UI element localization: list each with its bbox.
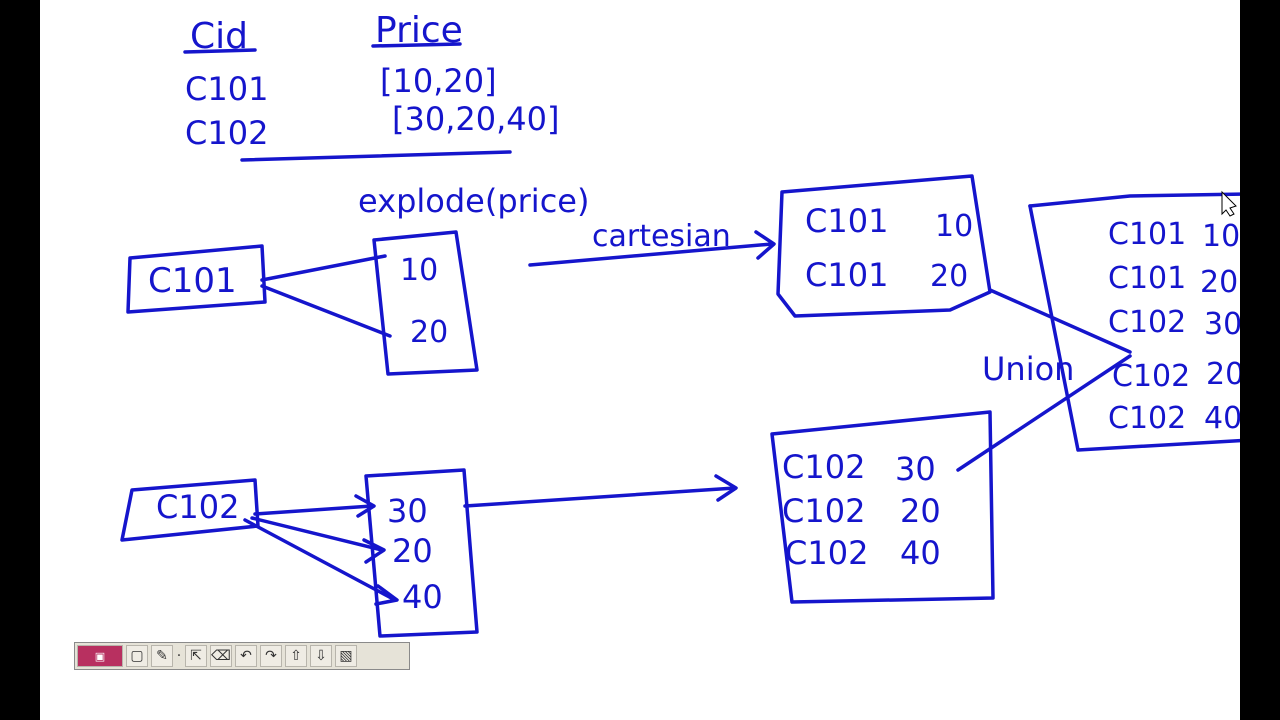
union-box-top	[1028, 192, 1240, 208]
cartesian-arrow-1	[528, 242, 774, 267]
union-row5-val: 40	[1204, 401, 1240, 436]
union-line-bottom	[956, 354, 1132, 472]
upload-icon[interactable]: ⇧	[285, 645, 307, 667]
c102-to-30-head	[354, 494, 376, 518]
eraser-icon[interactable]: ⌫	[210, 645, 232, 667]
result1-row2-val: 20	[930, 259, 968, 294]
result2-row2-val: 20	[900, 492, 941, 530]
union-line-top	[988, 288, 1132, 354]
cursor-icon	[1221, 190, 1237, 217]
result1-row2-key: C101	[805, 256, 888, 294]
union-row3-key: C102	[1108, 305, 1186, 340]
cartesian-arrow-2-head	[714, 474, 738, 502]
pen-icon[interactable]: ✎	[151, 645, 173, 667]
union-row3-val: 30	[1204, 307, 1240, 342]
c101-to-20-line	[260, 284, 392, 338]
diagram-canvas: Cid Price C101 [10,20] C102 [30,20,40] e…	[120, 10, 1240, 638]
explode-list-1-value-2: 20	[410, 315, 448, 350]
result2-row1-val: 30	[895, 450, 936, 488]
union-row4-val: 20	[1206, 357, 1240, 392]
undo-icon[interactable]: ↶	[235, 645, 257, 667]
union-row1-val: 10	[1202, 219, 1240, 254]
result1-row1-val: 10	[935, 209, 973, 244]
explode-list-2-value-3: 40	[402, 578, 443, 616]
select-icon[interactable]: ⇱	[185, 645, 207, 667]
cartesian-arrow-2	[463, 486, 737, 508]
table-row1-price: [10,20]	[380, 62, 497, 100]
explode-list-2	[364, 468, 479, 638]
cartesian-result-box-2	[770, 410, 995, 604]
union-row1-key: C101	[1108, 217, 1186, 252]
table-row2-price: [30,20,40]	[392, 100, 559, 138]
table-row2-cid: C102	[185, 114, 268, 152]
whiteboard[interactable]: Cid Price C101 [10,20] C102 [30,20,40] e…	[40, 0, 1240, 720]
redo-icon[interactable]: ↷	[260, 645, 282, 667]
table-bottom-line	[240, 150, 512, 162]
c101-box-label: C101	[148, 261, 237, 301]
c101-to-10-line	[260, 254, 387, 282]
result2-row1-key: C102	[782, 448, 865, 486]
result2-row2-key: C102	[782, 492, 865, 530]
union-box-left-bottom	[1028, 204, 1240, 452]
c102-to-40-head	[374, 584, 399, 606]
explode-list-1-value-1: 10	[400, 253, 438, 288]
c102-box-label: C102	[156, 488, 239, 526]
folder-icon[interactable]: ▧	[335, 645, 357, 667]
screen-icon[interactable]: ▢	[126, 645, 148, 667]
dot-icon[interactable]: ·	[176, 648, 182, 664]
result2-row3-val: 40	[900, 534, 941, 572]
c102-to-20-line	[250, 516, 384, 552]
cartesian-result-box-1	[776, 174, 992, 318]
download-icon[interactable]: ⇩	[310, 645, 332, 667]
palette-icon[interactable]: ▣	[77, 645, 123, 667]
union-row4-key: C102	[1112, 359, 1190, 394]
explode-list-2-value-1: 30	[387, 492, 428, 530]
drawing-toolbar: ▣ ▢ ✎ · ⇱ ⌫ ↶ ↷ ⇧ ⇩ ▧	[74, 642, 410, 670]
header-underline-price	[371, 42, 462, 48]
cartesian-arrow-1-head	[754, 230, 776, 260]
union-row2-key: C101	[1108, 261, 1186, 296]
c102-to-30-line	[253, 504, 374, 516]
result2-row3-key: C102	[785, 534, 868, 572]
c102-to-20-head	[362, 538, 386, 564]
union-row2-val: 20	[1200, 265, 1238, 300]
explode-list-1	[372, 230, 479, 376]
explode-list-2-value-2: 20	[392, 532, 433, 570]
table-row1-cid: C101	[185, 70, 268, 108]
explode-label: explode(price)	[358, 182, 589, 220]
header-underline-cid	[183, 48, 257, 54]
c101-box	[126, 244, 267, 314]
c102-to-40-line	[243, 518, 397, 602]
union-row5-key: C102	[1108, 401, 1186, 436]
result1-row1-key: C101	[805, 202, 888, 240]
